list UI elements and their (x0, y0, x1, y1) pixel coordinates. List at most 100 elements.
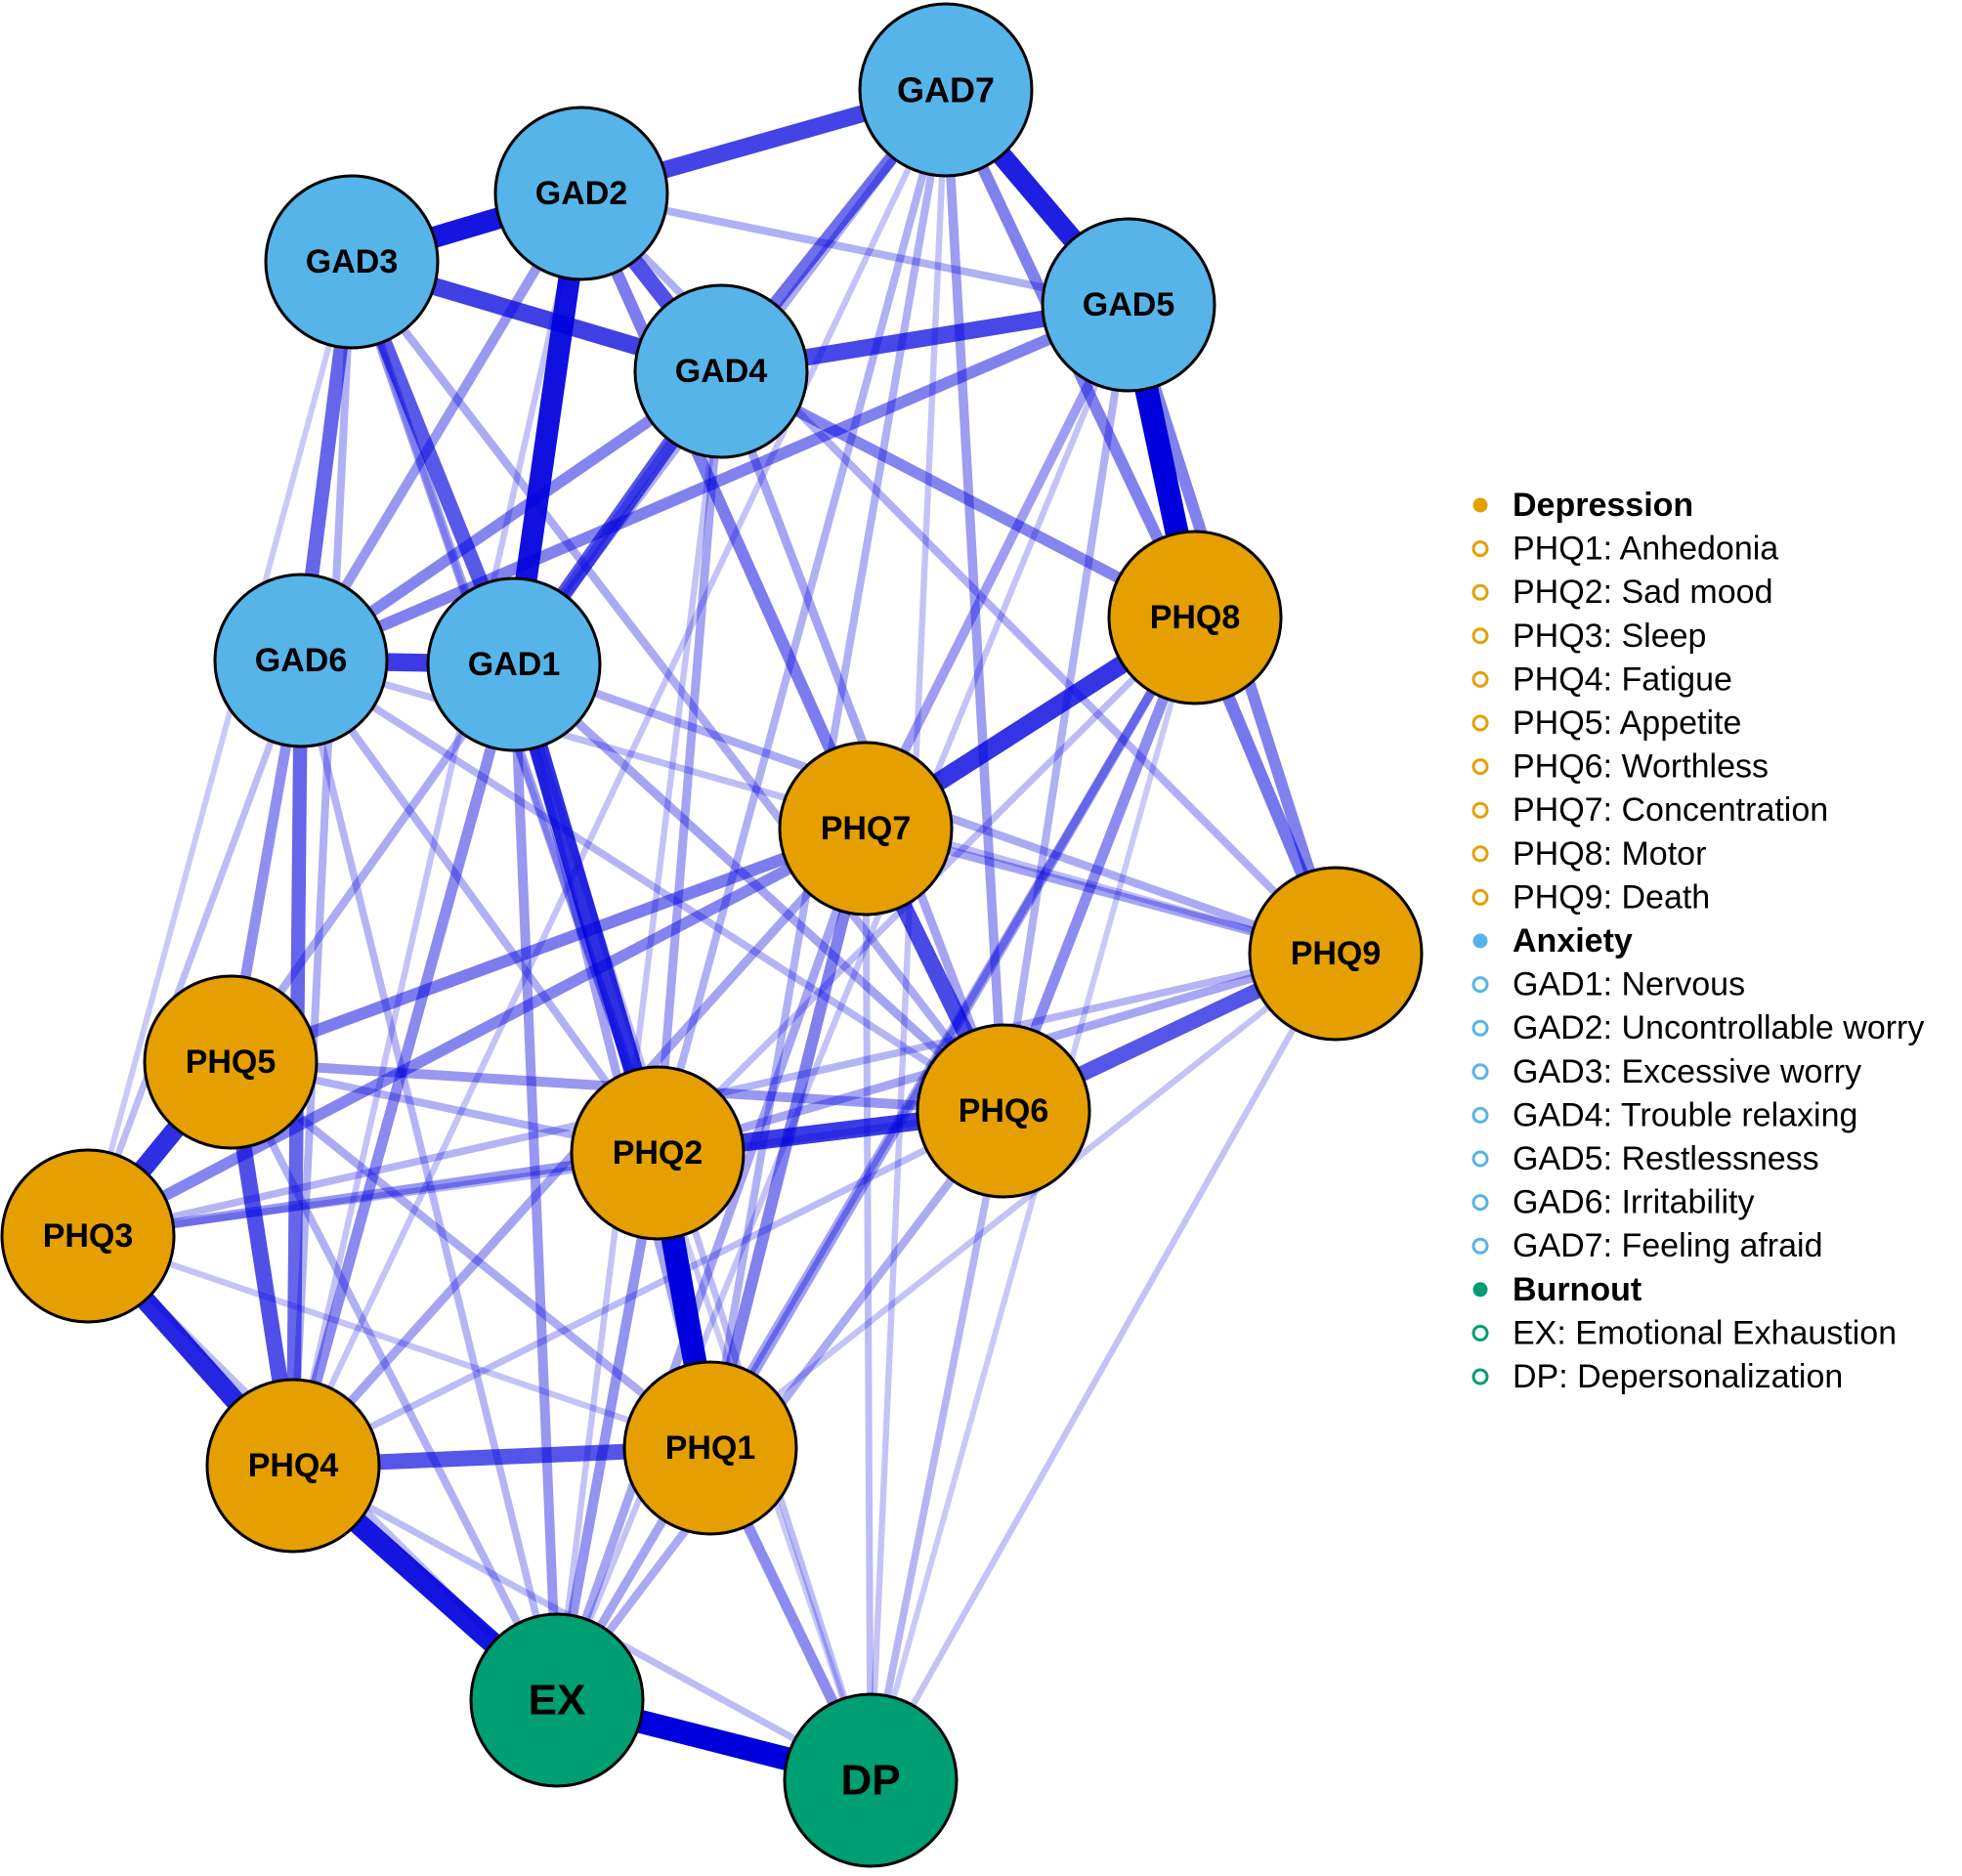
edge-gad4-phq2 (653, 370, 726, 1154)
legend-item: PHQ5: Appetite (1472, 704, 1741, 742)
edge-gad2-phq4 (289, 192, 585, 1467)
node-label: PHQ2 (613, 1134, 704, 1172)
node-gad3: GAD3 (264, 174, 440, 350)
node-label: PHQ8 (1150, 599, 1241, 636)
legend-item: GAD3: Excessive worry (1472, 1053, 1861, 1090)
legend-item: GAD4: Trouble relaxing (1472, 1096, 1857, 1133)
node-label: PHQ9 (1291, 935, 1382, 972)
legend-item-label: GAD7: Feeling afraid (1513, 1227, 1823, 1264)
legend-group-depression: Depression (1472, 487, 1693, 524)
edge-gad3-phq3 (85, 261, 355, 1237)
node-circle (0, 1148, 176, 1324)
legend-item: EX: Emotional Exhaustion (1472, 1314, 1897, 1351)
node-label: PHQ3 (43, 1217, 134, 1255)
legend-hollow-dot (1472, 1237, 1489, 1255)
legend-item-label: GAD5: Restlessness (1513, 1140, 1819, 1177)
legend-hollow-dot (1472, 1194, 1489, 1212)
legend-item: PHQ7: Concentration (1472, 791, 1828, 829)
node-circle (633, 283, 809, 459)
legend-item: PHQ1: Anhedonia (1472, 531, 1778, 568)
node-circle (493, 106, 669, 281)
edge-phq2-phq3 (87, 1148, 659, 1241)
legend-item: GAD1: Nervous (1472, 966, 1745, 1003)
legend-hollow-dot (1472, 1150, 1489, 1168)
edge-gad2-gad5 (580, 190, 1130, 309)
edge-gad7-phq4 (290, 88, 949, 1468)
legend-item: PHQ6: Worthless (1472, 748, 1769, 786)
edge-gad4-phq8 (718, 365, 1198, 623)
node-label: GAD7 (897, 70, 995, 110)
node-label: PHQ6 (959, 1092, 1049, 1130)
legend-item: GAD5: Restlessness (1472, 1140, 1819, 1177)
node-ex: EX (469, 1612, 645, 1788)
legend-hollow-dot (1472, 758, 1489, 776)
legend-item: GAD6: Irritability (1472, 1184, 1755, 1221)
legend-hollow-dot (1472, 583, 1489, 601)
edge-phq9-dp (868, 952, 1339, 1782)
node-circle (213, 573, 389, 748)
node-phq7: PHQ7 (778, 741, 954, 917)
legend-hollow-dot (1472, 540, 1489, 558)
edge-gad3-phq4 (289, 261, 356, 1467)
legend-group-title: Depression (1513, 487, 1693, 524)
legend-hollow-dot (1472, 1019, 1489, 1037)
node-circle (778, 741, 954, 917)
legend-hollow-dot (1472, 714, 1489, 732)
node-circle (622, 1360, 798, 1536)
legend-item-label: PHQ1: Anhedonia (1513, 531, 1778, 568)
legend-item: PHQ4: Fatigue (1472, 661, 1732, 698)
edge-phq5-ex (227, 1060, 561, 1702)
legend-item: GAD2: Uncontrollable worry (1472, 1009, 1924, 1046)
legend-item-label: GAD4: Trouble relaxing (1513, 1096, 1857, 1133)
edge-gad2-gad6 (296, 191, 586, 663)
legend-item-label: GAD1: Nervous (1513, 966, 1745, 1003)
node-circle (143, 974, 319, 1150)
edge-phq6-phq4 (291, 1107, 1005, 1470)
node-circle (205, 1378, 381, 1554)
node-circle (570, 1065, 746, 1241)
edge-phq6-dp (867, 1110, 1007, 1781)
node-gad1: GAD1 (426, 576, 602, 752)
legend-item-label: DP: Depersonalization (1513, 1358, 1843, 1395)
node-gad6: GAD6 (213, 573, 389, 748)
legend-filled-dot (1472, 933, 1488, 949)
edge-phq7-ex (552, 827, 871, 1702)
legend-item-label: GAD3: Excessive worry (1513, 1053, 1861, 1090)
node-phq5: PHQ5 (143, 974, 319, 1150)
edge-phq5-phq1 (228, 1058, 713, 1452)
node-label: EX (529, 1677, 586, 1725)
edge-phq9-phq1 (708, 951, 1338, 1451)
edge-gad6-phq3 (84, 659, 305, 1238)
legend-filled-dot (1472, 1282, 1488, 1298)
node-circle (858, 2, 1034, 178)
node-circle (264, 174, 440, 350)
edge-gad4-phq6 (716, 369, 1008, 1113)
node-label: GAD6 (255, 642, 347, 679)
node-label: GAD3 (306, 243, 398, 280)
legend-hollow-dot (1472, 801, 1489, 819)
legend-hollow-dot (1472, 1324, 1489, 1342)
node-phq6: PHQ6 (916, 1023, 1091, 1199)
node-phq1: PHQ1 (622, 1360, 798, 1536)
node-label: PHQ7 (821, 810, 912, 847)
edge-gad7-phq2 (654, 88, 950, 1155)
node-label: GAD5 (1083, 286, 1174, 323)
legend-item: GAD7: Feeling afraid (1472, 1227, 1823, 1264)
edge-phq2-ex (551, 1152, 663, 1701)
node-label: GAD4 (675, 353, 768, 390)
legend-hollow-dot (1472, 627, 1489, 645)
node-phq9: PHQ9 (1248, 866, 1424, 1042)
legend-item: PHQ8: Motor (1472, 835, 1706, 873)
edge-gad7-phq6 (941, 89, 1008, 1112)
edge-phq7-phq3 (85, 823, 869, 1242)
node-circle (1248, 866, 1424, 1042)
node-circle (1107, 530, 1283, 705)
node-phq3: PHQ3 (0, 1148, 176, 1324)
node-gad7: GAD7 (858, 2, 1034, 178)
edge-gad3-phq6 (348, 259, 1007, 1114)
edge-gad4-ex (553, 370, 725, 1701)
edge-gad6-phq6 (298, 657, 1006, 1115)
